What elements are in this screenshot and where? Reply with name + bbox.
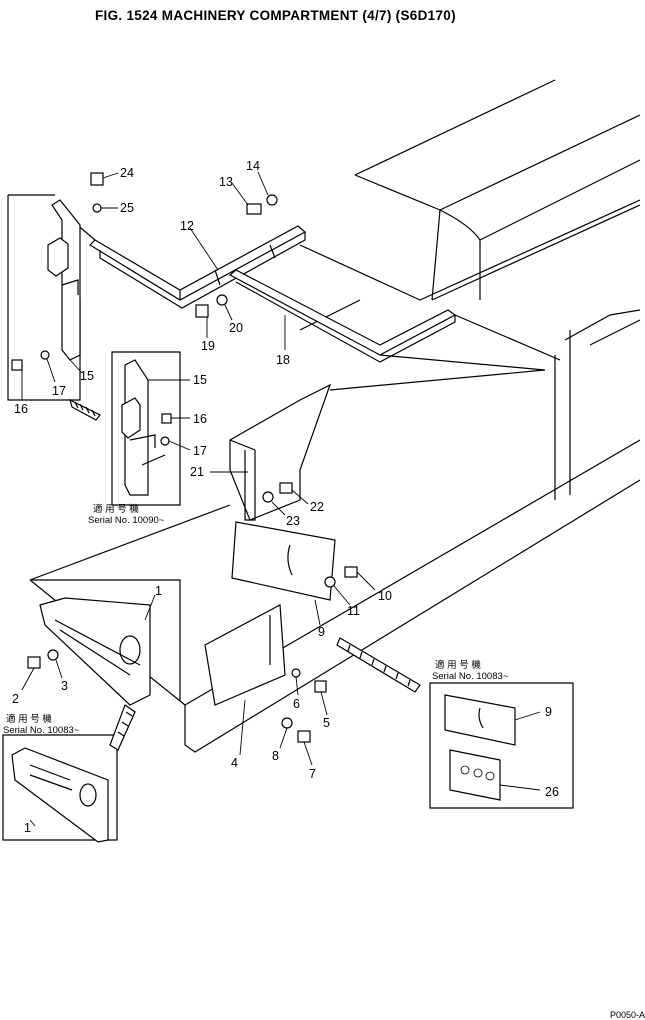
serial-note-lower-left: Serial No. 10083~ xyxy=(3,725,80,736)
callout-25: 25 xyxy=(120,201,134,215)
callout-labels: 24 25 12 13 14 15 16 17 15 16 17 18 19 2… xyxy=(12,159,559,835)
callout-4: 4 xyxy=(231,756,238,770)
callout-17a: 17 xyxy=(52,384,66,398)
callout-2: 2 xyxy=(12,692,19,706)
serial-notes: 適 用 号 機 Serial No. 10090~ 適 用 号 機 Serial… xyxy=(3,503,509,736)
callout-19: 19 xyxy=(201,339,215,353)
callout-15b: 15 xyxy=(193,373,207,387)
washer-6 xyxy=(291,668,301,678)
middle-inset xyxy=(111,351,181,506)
callout-23: 23 xyxy=(286,514,300,528)
callout-7: 7 xyxy=(309,767,316,781)
reference-arrows xyxy=(69,398,421,751)
callout-22: 22 xyxy=(310,500,324,514)
bolt-22 xyxy=(279,482,293,494)
bolt-5 xyxy=(314,680,327,693)
callout-9b: 9 xyxy=(545,705,552,719)
callout-9a: 9 xyxy=(318,625,325,639)
page-code: P0050-A xyxy=(609,1010,645,1020)
callout-21: 21 xyxy=(190,465,204,479)
washer-23 xyxy=(262,491,274,503)
callout-20: 20 xyxy=(229,321,243,335)
callout-26: 26 xyxy=(545,785,559,799)
washer-3 xyxy=(47,649,59,661)
lower-housing xyxy=(29,439,641,753)
callout-24: 24 xyxy=(120,166,134,180)
serial-note-upper: Serial No. 10090~ xyxy=(88,515,165,526)
callout-10: 10 xyxy=(378,589,392,603)
bolt-7 xyxy=(297,730,311,743)
figure-title: FIG. 1524 MACHINERY COMPARTMENT (4/7) (S… xyxy=(95,8,456,23)
callout-3: 3 xyxy=(61,679,68,693)
bolt-10 xyxy=(344,566,358,578)
callout-14: 14 xyxy=(246,159,260,173)
callout-5: 5 xyxy=(323,716,330,730)
bolt-2 xyxy=(27,656,41,669)
callout-18: 18 xyxy=(276,353,290,367)
washer-20 xyxy=(216,294,228,306)
washer-14 xyxy=(266,194,278,206)
bolt-19 xyxy=(195,304,209,318)
callout-11: 11 xyxy=(347,604,360,618)
callout-1a: 1 xyxy=(155,584,162,598)
washer-11 xyxy=(324,576,336,588)
callout-15a: 15 xyxy=(80,369,94,383)
serial-note-lower-left-jp: 適 用 号 機 xyxy=(6,713,52,725)
serial-note-right: Serial No. 10083~ xyxy=(432,671,509,682)
callout-13: 13 xyxy=(219,175,233,189)
callout-17b: 17 xyxy=(193,444,207,458)
serial-note-upper-jp: 適 用 号 機 xyxy=(93,503,139,515)
engine-hood xyxy=(299,79,641,500)
callout-8: 8 xyxy=(272,749,279,763)
callout-12: 12 xyxy=(180,219,194,233)
lower-left-inset xyxy=(2,734,118,843)
side-cover-panel xyxy=(204,604,286,706)
center-bracket xyxy=(229,383,336,601)
bolt-13 xyxy=(246,203,262,215)
leader-lines xyxy=(21,171,541,827)
serial-note-right-jp: 適 用 号 機 xyxy=(435,659,481,671)
callout-16a: 16 xyxy=(14,402,28,416)
fasteners xyxy=(27,172,358,743)
lower-cross-beam xyxy=(228,269,561,391)
washer-8 xyxy=(281,717,293,729)
callout-16b: 16 xyxy=(193,412,207,426)
washer-25 xyxy=(92,203,102,213)
callout-1b: 1 xyxy=(24,821,31,835)
bolt-24 xyxy=(90,172,104,186)
right-inset xyxy=(429,682,574,809)
callout-6: 6 xyxy=(293,697,300,711)
upper-left-inset xyxy=(7,194,81,401)
